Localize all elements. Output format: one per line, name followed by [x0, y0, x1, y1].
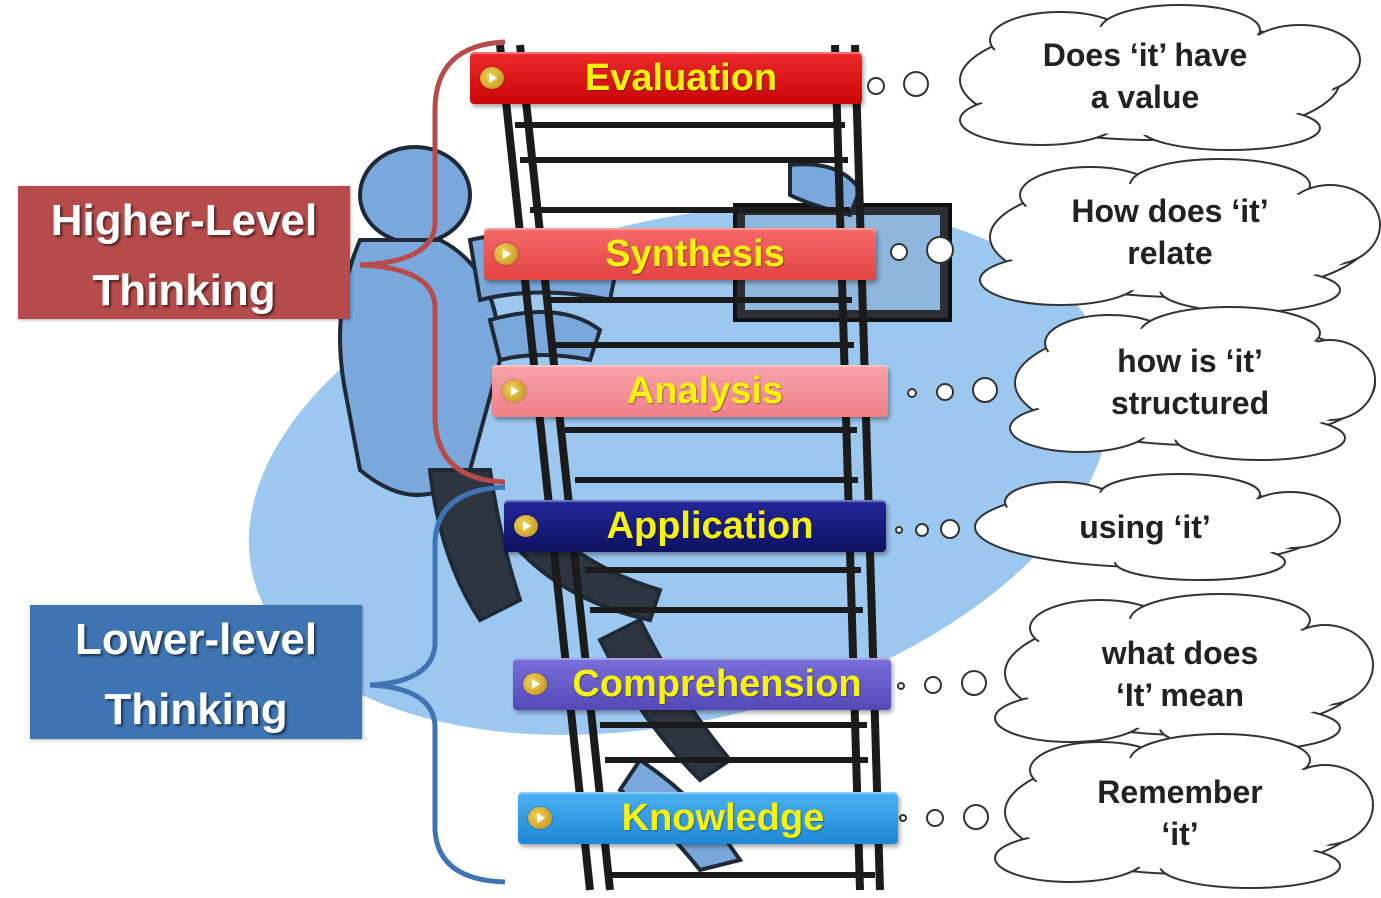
- thought-line1: what does: [1101, 635, 1259, 671]
- level-label: Application: [606, 504, 814, 547]
- thought-application: using ‘it’: [1010, 506, 1280, 548]
- thought-line2: structured: [1110, 385, 1270, 421]
- higher-label-line2: Thinking: [92, 266, 276, 315]
- lower-label-line1: Lower-level: [74, 615, 318, 664]
- level-knowledge: Knowledge: [518, 792, 898, 844]
- thought-analysis: how is ‘it’ structured: [1060, 340, 1320, 424]
- level-label: Knowledge: [621, 796, 825, 839]
- thought-comprehension: what does ‘It’ mean: [1050, 632, 1310, 716]
- cloud-6: [994, 733, 1374, 889]
- thought-line1: How does ‘it’: [1071, 193, 1269, 229]
- thought-line2: a value: [1090, 79, 1200, 115]
- thought-line1: how is ‘it’: [1117, 343, 1263, 379]
- level-evaluation: Evaluation: [470, 52, 862, 104]
- level-synthesis: Synthesis: [484, 228, 876, 280]
- cloud-1: [959, 4, 1361, 151]
- lower-bracket: [369, 484, 506, 885]
- cloud-4: [974, 473, 1341, 581]
- thought-line1: Remember: [1097, 774, 1263, 810]
- higher-level-thinking-label: Higher-Level Thinking: [18, 186, 350, 319]
- cloud-2: [979, 158, 1381, 313]
- play-icon: [480, 67, 504, 89]
- play-icon: [528, 807, 552, 829]
- cloud-3: [1009, 306, 1376, 461]
- thought-knowledge: Remember ‘it’: [1050, 771, 1310, 855]
- play-icon: [494, 243, 518, 265]
- ladder-rungs: [515, 122, 875, 878]
- level-application: Application: [504, 500, 886, 552]
- lower-level-thinking-label: Lower-level Thinking: [30, 605, 362, 739]
- level-label: Evaluation: [584, 56, 778, 99]
- thought-evaluation: Does ‘it’ have a value: [1010, 34, 1280, 118]
- thought-synthesis: How does ‘it’ relate: [1035, 190, 1305, 274]
- thought-line1: using ‘it’: [1079, 509, 1211, 545]
- level-label: Analysis: [626, 369, 784, 412]
- higher-label-line1: Higher-Level: [50, 196, 318, 245]
- thought-line2: ‘It’ mean: [1115, 677, 1245, 713]
- thought-clouds: [959, 4, 1381, 889]
- cloud-5: [994, 593, 1374, 751]
- level-label: Comprehension: [572, 662, 862, 705]
- level-comprehension: Comprehension: [513, 658, 891, 710]
- level-analysis: Analysis: [492, 365, 888, 417]
- thought-line2: relate: [1127, 235, 1213, 271]
- play-icon: [514, 515, 538, 537]
- ladder-rails: [496, 44, 884, 891]
- play-icon: [523, 673, 547, 695]
- thought-line2: ‘it’: [1161, 816, 1199, 852]
- play-icon: [502, 380, 526, 402]
- lower-label-line2: Thinking: [104, 685, 288, 734]
- thought-line1: Does ‘it’ have: [1042, 37, 1248, 73]
- level-label: Synthesis: [605, 232, 785, 275]
- higher-bracket: [359, 39, 506, 485]
